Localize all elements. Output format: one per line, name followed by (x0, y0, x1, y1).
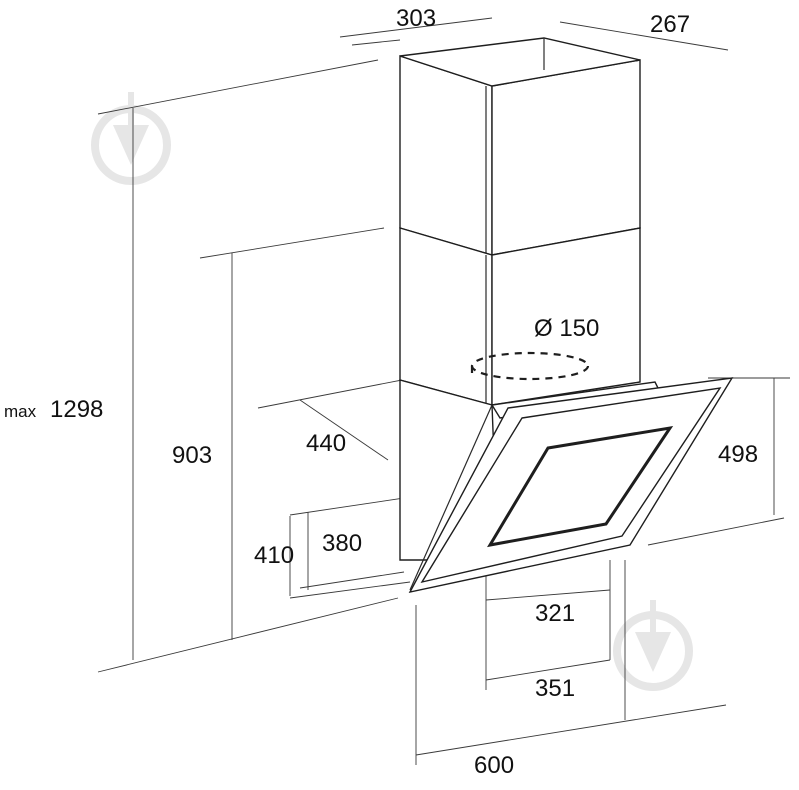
labels: 303 267 max 1298 903 440 Ø 150 498 410 3… (4, 5, 758, 779)
label-height-380: 380 (322, 530, 362, 557)
dim-line-267 (559, 21, 729, 51)
ext-line (647, 517, 785, 546)
ext-line (299, 571, 405, 589)
dim-line-303 (339, 17, 493, 38)
label-panel-height: 498 (718, 441, 758, 468)
chimney-upper-left-face (399, 55, 493, 256)
label-max-prefix: max (4, 402, 37, 421)
label-total-width: 600 (474, 752, 514, 779)
filter-window (487, 425, 674, 548)
dim-line-351 (485, 659, 611, 681)
watermark-drop (113, 125, 149, 165)
dim-line-600 (415, 704, 727, 756)
label-filter-width-351: 351 (535, 675, 575, 702)
watermark-top-left (91, 92, 171, 185)
ext-line (97, 597, 399, 673)
label-duct-diameter: Ø 150 (534, 315, 599, 342)
ext-line (351, 39, 401, 46)
label-depth-top: 267 (650, 11, 690, 38)
dim-line-440 (299, 399, 389, 461)
hood-body (399, 377, 734, 593)
label-filter-width-321: 321 (535, 600, 575, 627)
label-depth-base: 440 (306, 430, 346, 457)
chimney-lower-front-face (491, 227, 641, 406)
ext-line (257, 379, 403, 409)
ext-line (97, 59, 379, 115)
chimney-upper-top (399, 37, 641, 87)
label-height-410: 410 (254, 542, 294, 569)
hood-edge (409, 404, 493, 591)
label-max-height: 1298 (50, 396, 103, 423)
label-width-top: 303 (396, 5, 436, 32)
ext-line (289, 581, 411, 599)
watermark-drop (635, 632, 671, 672)
dim-line-321 (485, 589, 611, 601)
ext-line (199, 227, 385, 259)
label-lower-height: 903 (172, 442, 212, 469)
chimney-upper-front-face (491, 59, 641, 256)
watermark-bottom-right (613, 600, 693, 691)
chimney (399, 37, 641, 406)
chimney-lower-left-face (399, 227, 493, 406)
